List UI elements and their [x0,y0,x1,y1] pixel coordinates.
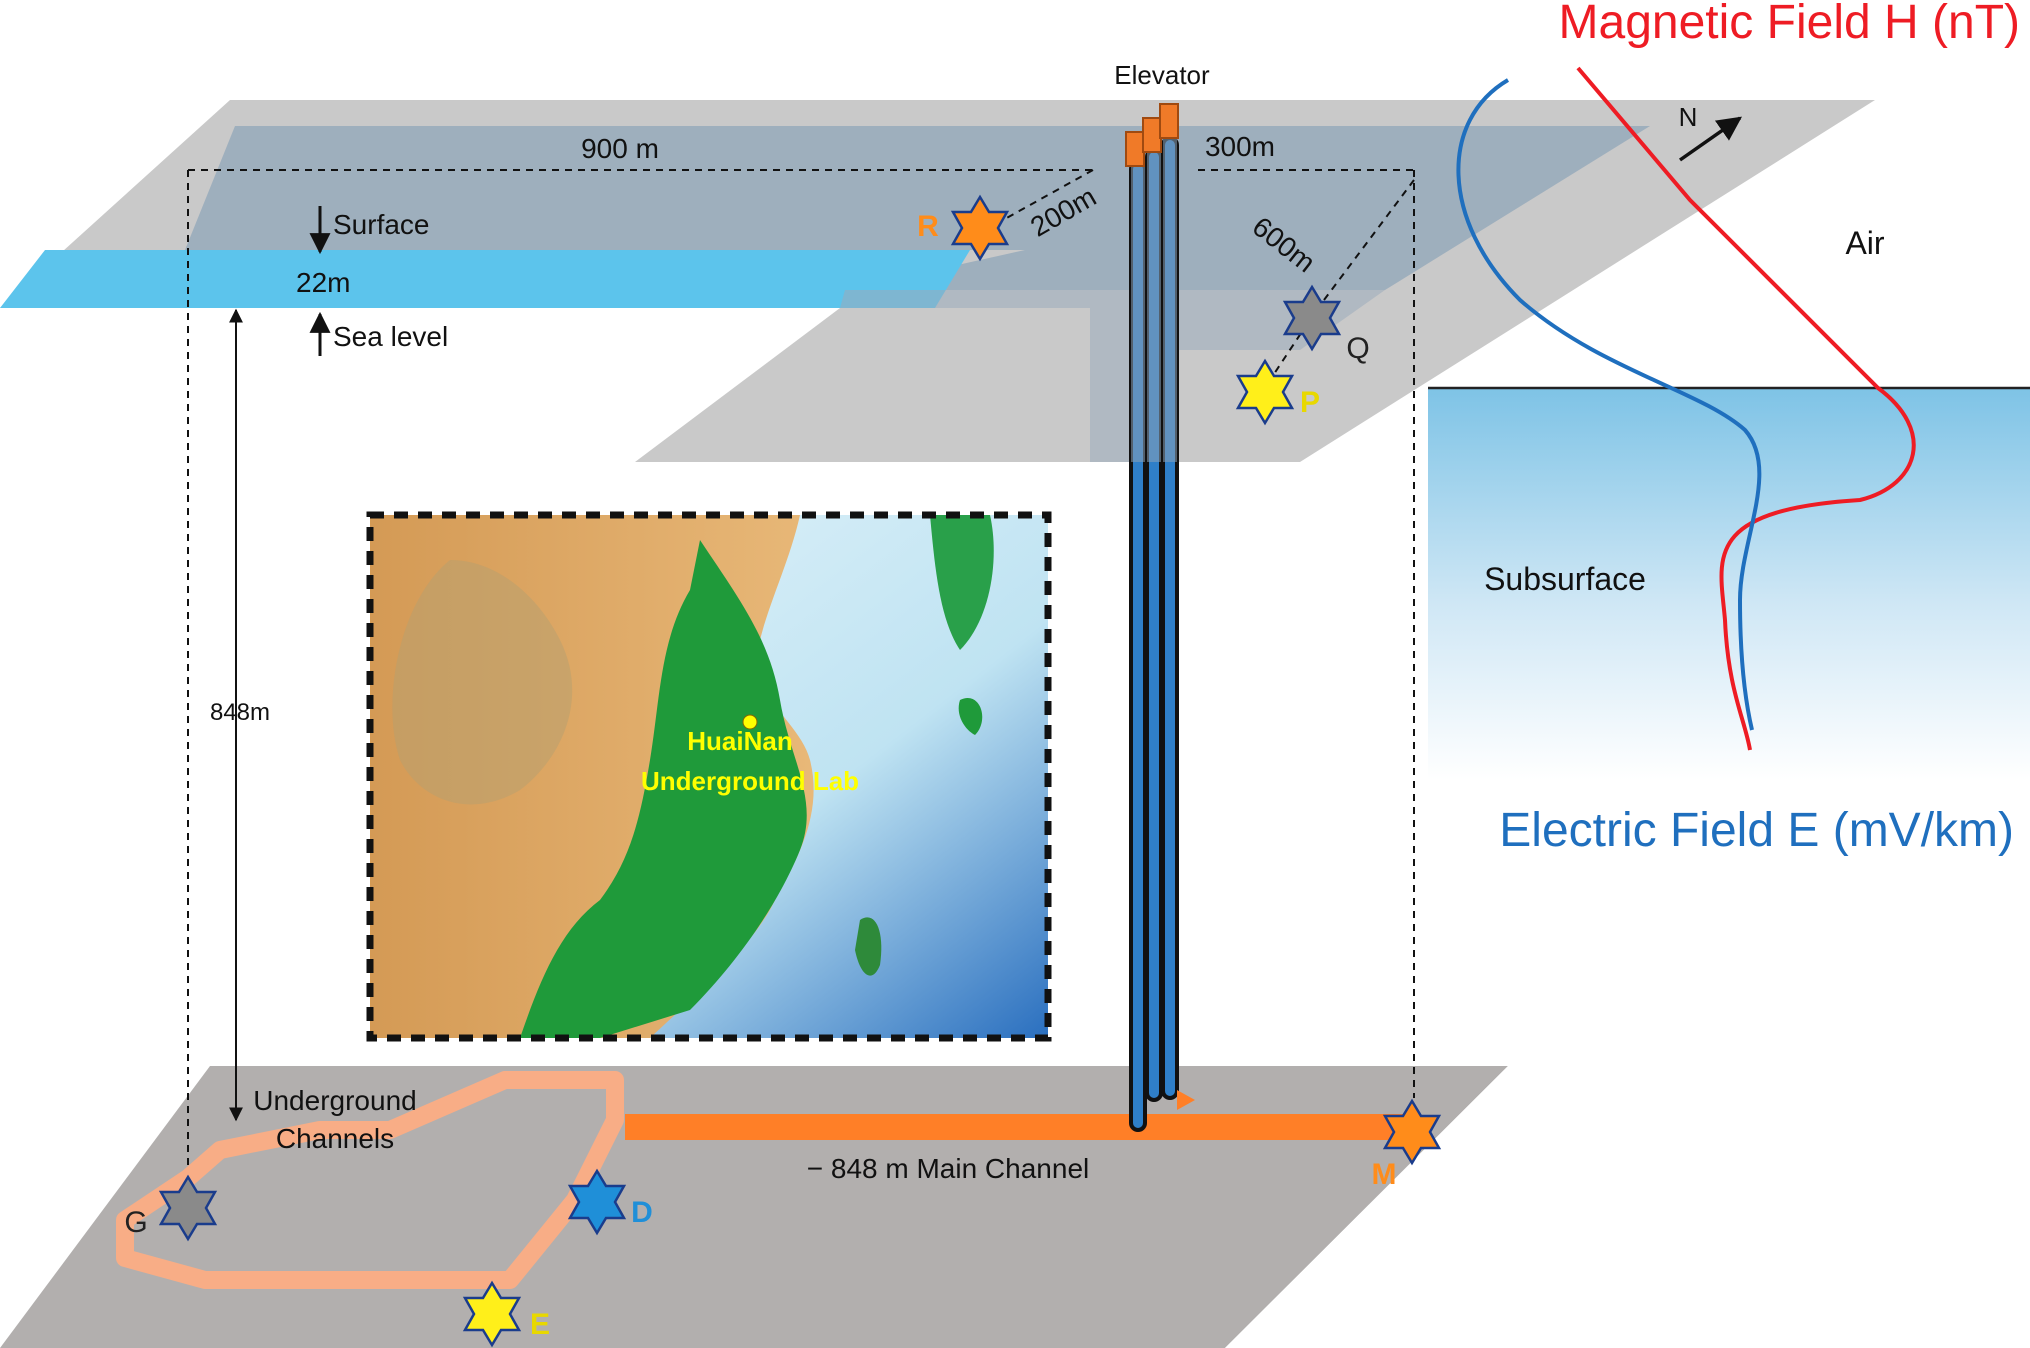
main-channel-label: − 848 m Main Channel [807,1153,1090,1184]
surface-overlay [185,126,1650,290]
electric-field-title: Electric Field E (mV/km) [1499,804,2014,857]
distance-900-label: 900 m [581,133,659,164]
underground-label-line2: Channels [276,1123,394,1154]
electric-field-curve [1456,78,1762,731]
north-arrow [1678,116,1743,162]
elevator-shafts [1125,103,1195,1132]
station-g-label: G [124,1206,147,1239]
magnetic-field-curve [1576,66,1916,751]
station-e-label: E [530,1308,550,1341]
elevator-label: Elevator [1114,60,1210,90]
north-label: N [1679,102,1698,132]
sea-band [0,250,970,308]
station-p-label: P [1300,386,1320,419]
map-inset [366,511,1052,1042]
distance-300-label: 300m [1205,131,1275,162]
air-label: Air [1845,225,1884,261]
map-label-line1: HuaiNan [687,726,792,756]
station-d-label: D [631,1196,653,1229]
subsurface-label: Subsurface [1484,561,1646,597]
main-channel [625,1114,1413,1140]
sea-level-label: Sea level [333,321,448,352]
map-label-line2: Underground Lab [641,766,859,796]
subsurface-block [1428,388,2030,780]
surface-label: Surface [333,209,430,240]
station-m-label: M [1372,1158,1397,1191]
thickness-22-label: 22m [296,267,350,298]
subsurface-overlay [840,290,1385,462]
underground-label-line1: Underground [253,1085,416,1116]
loop-channel [116,1071,624,1289]
depth-848-label: 848m [210,699,270,726]
station-r-label: R [917,210,939,243]
magnetic-field-title: Magnetic Field H (nT) [1559,0,2020,49]
underground-plane-mid [0,1066,2030,1348]
station-q-label: Q [1346,332,1369,365]
